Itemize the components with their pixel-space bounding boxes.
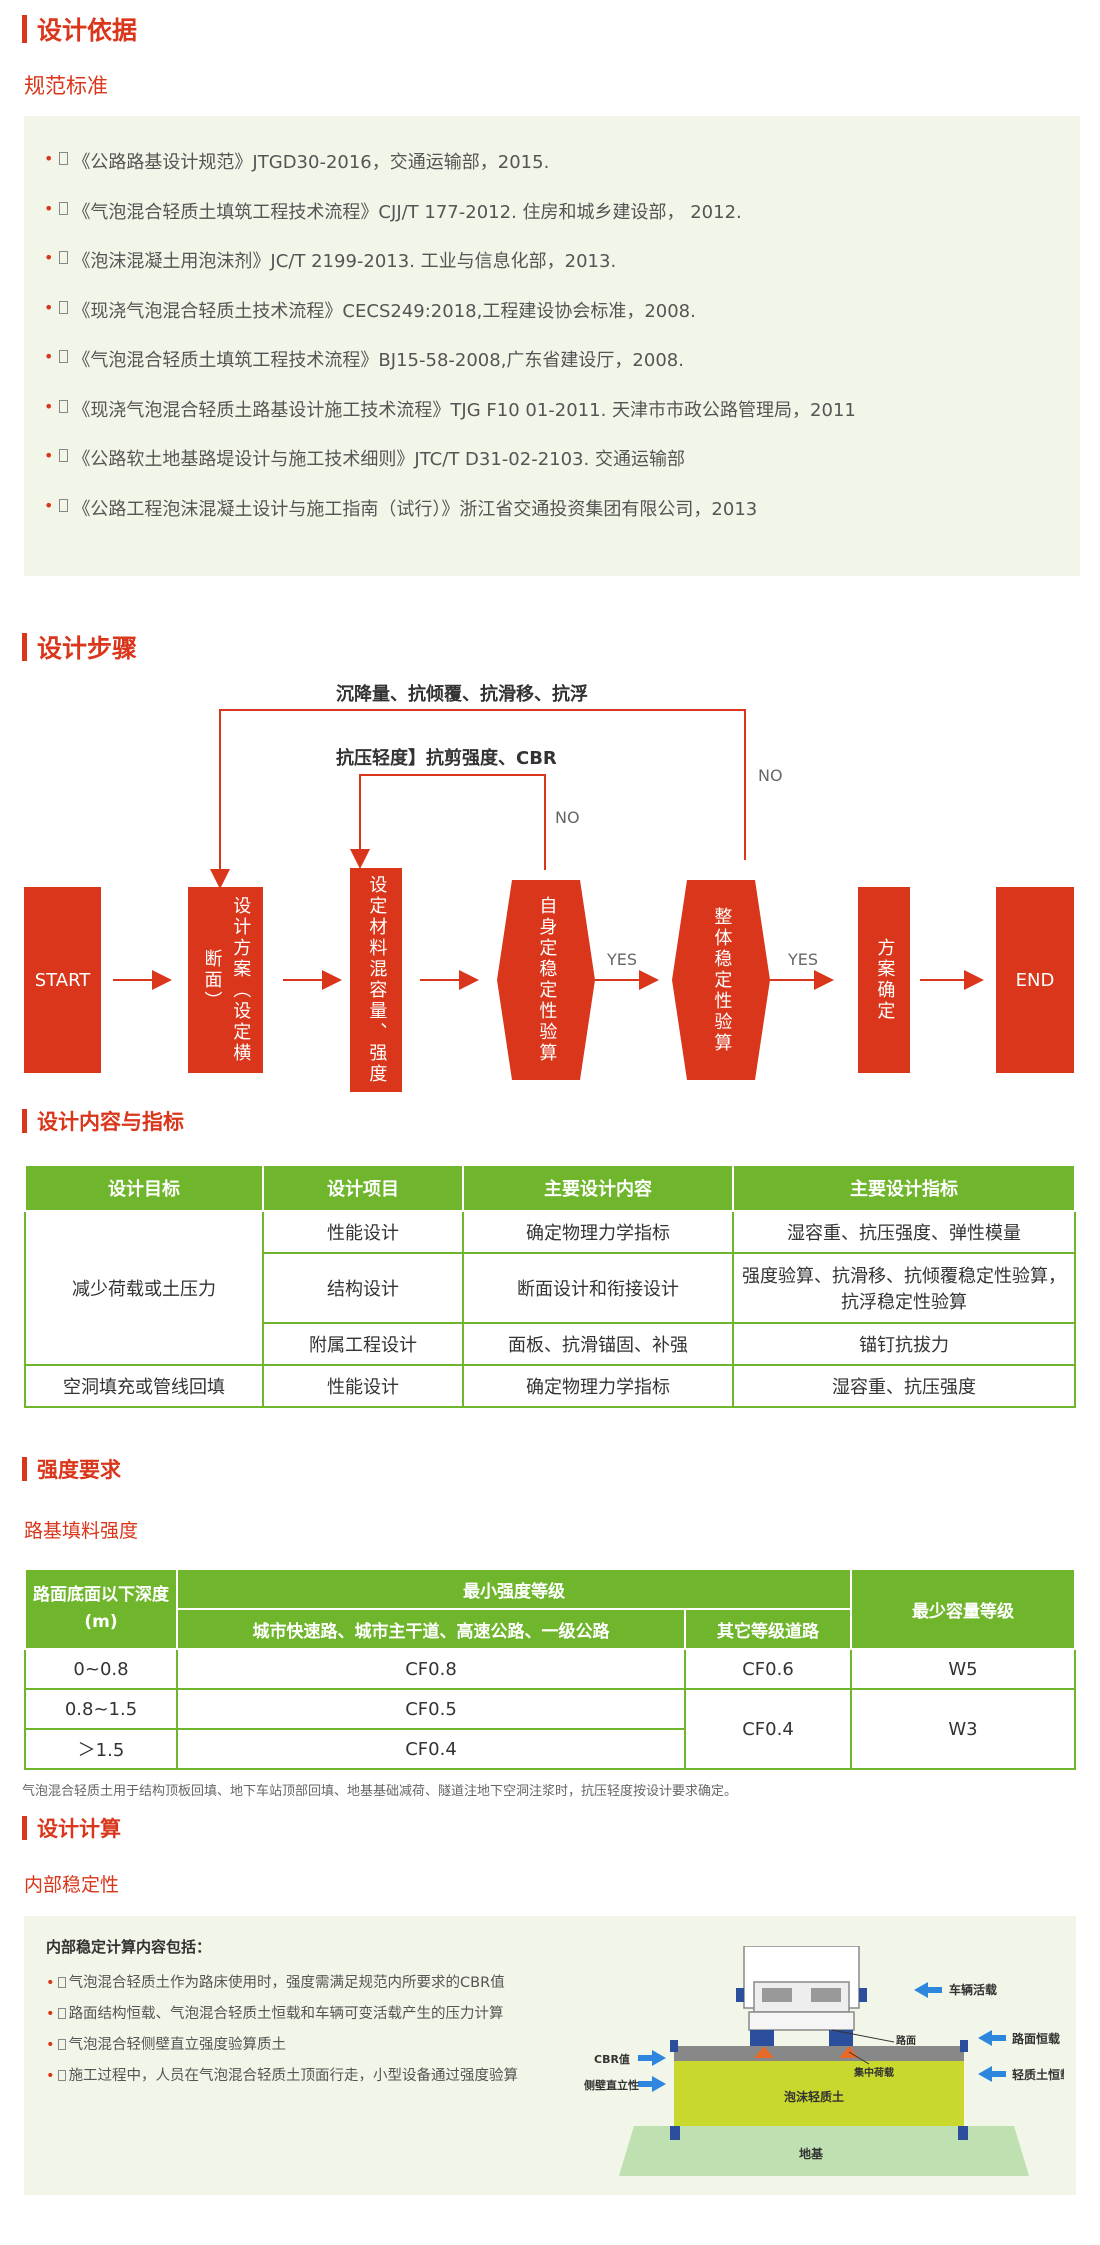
vehicle-load-label: 车辆活载	[949, 1982, 997, 1997]
table-header-row: 城市快速路、城市主干道、高速公路、一级公路 其它等级道路	[25, 1608, 1075, 1650]
table-row: ＞1.5 CF0.4	[24, 1728, 1075, 1770]
no-label-inner: NO	[555, 808, 580, 827]
table-row: 结构设计 断面设计和衔接设计 强度验算、抗滑移、抗倾覆稳定性验算，抗浮稳定性验算	[25, 1252, 1076, 1324]
list-item: •施工过程中，人员在气泡混合轻质土顶面行走，小型设备通过强度验算	[46, 2068, 519, 2084]
list-item: •《公路软土地基路堤设计与施工技术细则》JTC/T D31-02-2103. 交…	[44, 446, 685, 470]
inner-loop-line	[350, 774, 546, 870]
table-row: 空洞填充或管线回填 性能设计 确定物理力学指标 湿容重、抗压强度	[24, 1364, 1076, 1408]
design-flowchart: 沉降量、抗倾覆、抗滑移、抗浮 抗压轻度】抗剪强度、CBR NO NO YES Y…	[0, 680, 1100, 1110]
strength-table: 路面底面以下深度(m) 最小强度等级 最少容量等级 城市快速路、城市主干道、高速…	[24, 1568, 1076, 1770]
table-row: 0.8~1.5 CF0.5 CF0.4 W3	[24, 1688, 1076, 1770]
start-box: START	[24, 887, 101, 1073]
table-header-row: 路面底面以下深度(m) 最小强度等级 最少容量等级	[24, 1568, 1076, 1650]
side-wall-label: 侧壁直立性	[584, 2078, 639, 2092]
calc-subtitle: 内部稳定性	[24, 1874, 120, 1896]
cbr-label: CBR值	[594, 2052, 630, 2066]
table-row: 减少荷载或土压力 性能设计 确定物理力学指标 湿容重、抗压强度、弹性模量	[24, 1210, 1076, 1366]
pavement-dead-load-label: 路面恒载	[1012, 2031, 1060, 2046]
light-soil-dead-load-label: 轻质土恒载	[1012, 2067, 1064, 2082]
load-arrows	[638, 1982, 1006, 2092]
design-plan-box: 设计方案（设定横断面）	[188, 887, 263, 1073]
foundation-shape	[619, 2126, 1029, 2176]
section-content-title: 设计内容与指标	[22, 1106, 184, 1136]
list-item: •《泡沫混凝土用泡沫剂》JC/T 2199-2013. 工业与信息化部，2013…	[44, 248, 617, 272]
list-item: •气泡混合轻质土作为路床使用时，强度需满足规范内所要求的CBR值	[46, 1975, 505, 1991]
concentrated-load-label: 集中荷载	[853, 2066, 894, 2079]
list-item: •《现浇气泡混合轻质土路基设计施工技术流程》TJG F10 01-2011. 天…	[44, 396, 856, 421]
inner-loop-label: 抗压轻度】抗剪强度、CBR	[336, 748, 557, 769]
overall-check-box: 整体稳定性验算	[711, 906, 733, 1054]
strength-subtitle: 路基填料强度	[24, 1520, 139, 1542]
section-calc-title: 设计计算	[22, 1813, 121, 1843]
overall-check-hexagon	[672, 880, 770, 1080]
standards-panel: •《公路路基设计规范》JTGD30-2016，交通运输部，2015. •《气泡混…	[24, 116, 1080, 576]
stability-panel: 内部稳定计算内容包括： •气泡混合轻质土作为路床使用时，强度需满足规范内所要求的…	[24, 1916, 1076, 2195]
end-box: END	[996, 887, 1074, 1073]
self-check-hexagon	[497, 880, 595, 1080]
yes-label-2: YES	[788, 950, 819, 969]
stability-heading: 内部稳定计算内容包括：	[46, 1938, 212, 1956]
yes-label-1: YES	[607, 950, 638, 969]
truck-icon	[736, 1946, 867, 2046]
design-content-table: 设计目标 设计项目 主要设计内容 主要设计指标 减少荷载或土压力 性能设计 确定…	[24, 1164, 1076, 1408]
material-box: 设定材料混容量、强度	[350, 868, 402, 1092]
road-surface-shape	[674, 2046, 964, 2061]
flow-lines	[113, 709, 984, 1080]
table-row: 0~0.8 CF0.8 CF0.6 W5	[24, 1648, 1076, 1690]
table-header-row: 设计目标 设计项目 主要设计内容 主要设计指标	[24, 1164, 1076, 1212]
list-item: •《公路工程泡沫混凝土设计与施工指南（试行）》浙江省交通投资集团有限公司，201…	[44, 495, 758, 520]
section-steps-title: 设计步骤	[22, 632, 137, 663]
no-label-outer: NO	[758, 766, 783, 785]
section-basis-title: 设计依据	[22, 14, 137, 45]
foam-soil-label: 泡沫轻质土	[784, 2089, 844, 2104]
list-item: •《现浇气泡混合轻质土技术流程》CECS249:2018,工程建设协会标准，20…	[44, 297, 696, 322]
list-item: •《公路路基设计规范》JTGD30-2016，交通运输部，2015.	[44, 149, 550, 173]
list-item: •《气泡混合轻质土填筑工程技术流程》CJJ/T 177-2012. 住房和城乡建…	[44, 198, 742, 223]
foam-soil-shape	[674, 2061, 964, 2126]
stability-diagram: 地基 泡沫轻质土	[584, 1946, 1064, 2176]
self-check-box: 自身定稳定性验算	[536, 896, 558, 1064]
foundation-label: 地基	[799, 2146, 824, 2161]
outer-loop-label: 沉降量、抗倾覆、抗滑移、抗浮	[336, 684, 588, 705]
outer-loop-line	[210, 709, 746, 889]
road-surface-label: 路面	[896, 2034, 916, 2047]
list-item: •路面结构恒载、气泡混合轻质土恒载和车辆可变活载产生的压力计算	[46, 2006, 504, 2022]
list-item: •《气泡混合轻质土填筑工程技术流程》BJ15-58-2008,广东省建设厅，20…	[44, 347, 684, 371]
confirm-box: 方案确定	[858, 887, 910, 1073]
section-strength-title: 强度要求	[22, 1454, 121, 1484]
strength-note: 气泡混合轻质土用于结构顶板回填、地下车站顶部回填、地基基础减荷、隧道注地下空洞注…	[22, 1784, 738, 1799]
table-row: 附属工程设计 面板、抗滑锚固、补强 锚钉抗拔力	[25, 1322, 1076, 1366]
list-item: •气泡混合轻侧壁直立强度验算质土	[46, 2037, 287, 2053]
basis-subtitle: 规范标准	[24, 74, 108, 98]
stability-list: •气泡混合轻质土作为路床使用时，强度需满足规范内所要求的CBR值 •路面结构恒载…	[46, 1970, 536, 2094]
standards-list: •《公路路基设计规范》JTGD30-2016，交通运输部，2015. •《气泡混…	[24, 116, 1080, 544]
